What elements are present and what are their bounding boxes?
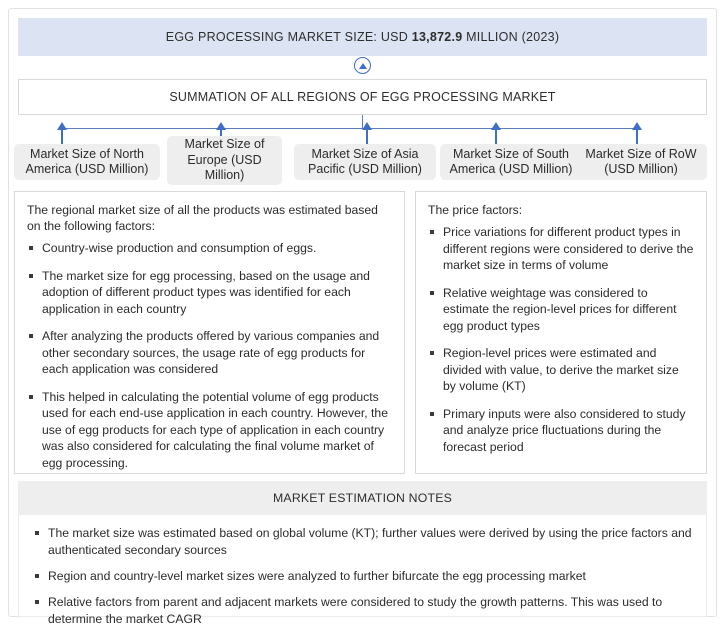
price-factors-panel: The price factors: Price variations for … xyxy=(415,191,707,474)
market-estimation-notes-header: MARKET ESTIMATION NOTES xyxy=(18,481,707,515)
page-title: EGG PROCESSING MARKET SIZE: USD 13,872.9… xyxy=(166,30,560,44)
region-box-row[interactable]: Market Size of RoW (USD Million) xyxy=(575,144,707,180)
title-value: 13,872.9 xyxy=(411,30,463,44)
notes-bullets: The market size was estimated based on g… xyxy=(33,525,692,628)
circle-up-arrow-icon xyxy=(354,57,371,74)
arrow-to-row xyxy=(632,122,641,147)
region-label-south-america: Market Size of South America (USD Millio… xyxy=(449,146,573,177)
arrow-to-asia-pacific xyxy=(362,122,371,147)
list-item: Region and country-level market sizes we… xyxy=(33,568,692,585)
right-panel-bullets: Price variations for different product t… xyxy=(428,224,694,455)
summation-label: SUMMATION OF ALL REGIONS OF EGG PROCESSI… xyxy=(169,90,556,104)
list-item: After analyzing the products offered by … xyxy=(27,328,392,378)
list-item: This helped in calculating the potential… xyxy=(27,389,392,472)
region-box-south-america[interactable]: Market Size of South America (USD Millio… xyxy=(440,144,582,180)
summation-box: SUMMATION OF ALL REGIONS OF EGG PROCESSI… xyxy=(18,79,707,115)
list-item: Region-level prices were estimated and d… xyxy=(428,345,694,395)
left-panel-intro: The regional market size of all the prod… xyxy=(27,203,378,233)
arrow-to-europe xyxy=(216,122,225,141)
arrow-to-north-america xyxy=(57,122,66,147)
market-estimation-notes-body: The market size was estimated based on g… xyxy=(18,515,707,626)
market-size-header: EGG PROCESSING MARKET SIZE: USD 13,872.9… xyxy=(18,18,707,56)
region-box-asia-pacific[interactable]: Market Size of Asia Pacific (USD Million… xyxy=(294,144,436,180)
list-item: Primary inputs were also considered to s… xyxy=(428,406,694,456)
arrow-to-south-america xyxy=(491,122,500,147)
notes-header-label: MARKET ESTIMATION NOTES xyxy=(272,491,453,505)
right-panel-intro: The price factors: xyxy=(428,203,523,217)
regional-market-size-panel: The regional market size of all the prod… xyxy=(14,191,405,474)
region-label-asia-pacific: Market Size of Asia Pacific (USD Million… xyxy=(308,146,422,177)
region-label-north-america: Market Size of North America (USD Millio… xyxy=(25,146,149,177)
list-item: The market size for egg processing, base… xyxy=(27,268,392,318)
left-panel-bullets: Country-wise production and consumption … xyxy=(27,240,392,471)
list-item: Price variations for different product t… xyxy=(428,224,694,274)
list-item: The market size was estimated based on g… xyxy=(33,525,692,559)
title-suffix: MILLION (2023) xyxy=(462,30,560,44)
list-item: Country-wise production and consumption … xyxy=(27,240,392,257)
region-label-row: Market Size of RoW (USD Million) xyxy=(585,146,697,177)
region-box-europe[interactable]: Market Size of Europe (USD Million) xyxy=(167,136,282,185)
title-prefix: EGG PROCESSING MARKET SIZE: USD xyxy=(165,30,412,44)
list-item: Relative weightage was considered to est… xyxy=(428,285,694,335)
list-item: Relative factors from parent and adjacen… xyxy=(33,594,692,628)
up-triangle-glyph xyxy=(358,62,367,69)
region-label-europe: Market Size of Europe (USD Million) xyxy=(184,137,265,183)
connector-horizontal-line xyxy=(62,128,637,130)
region-box-north-america[interactable]: Market Size of North America (USD Millio… xyxy=(14,144,160,180)
